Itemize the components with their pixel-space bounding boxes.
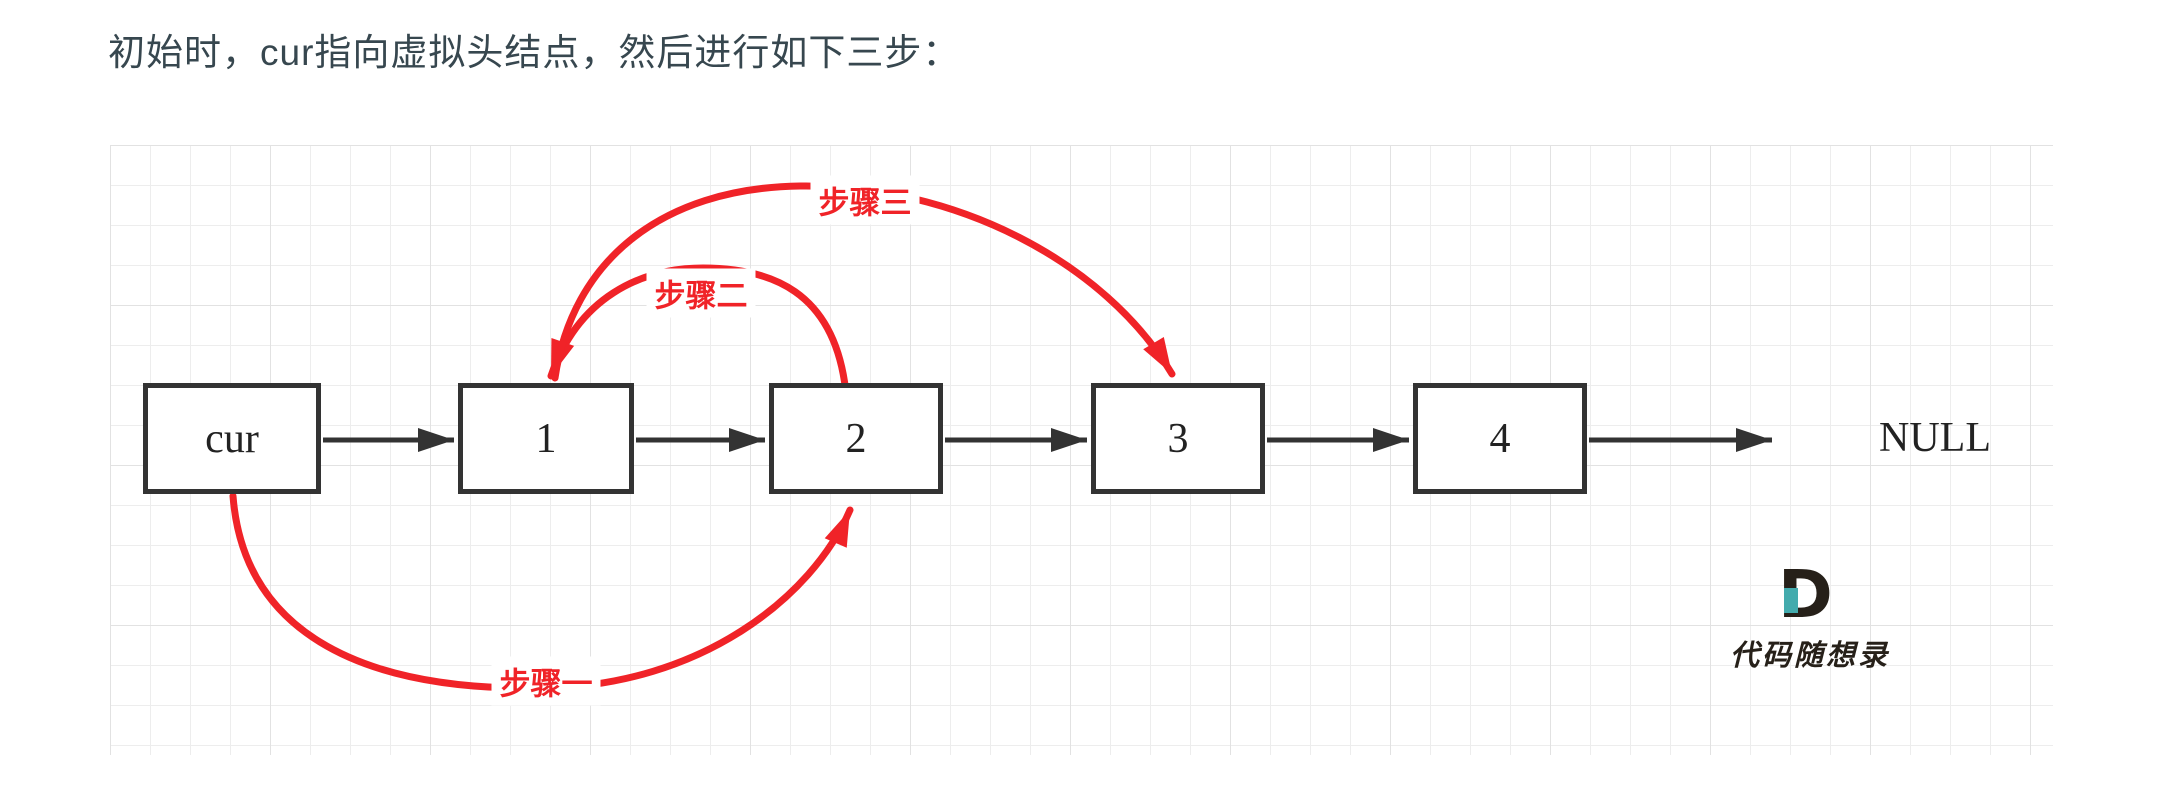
logo-teal-accent	[1784, 588, 1798, 613]
node-2: 2	[769, 383, 943, 494]
watermark-logo: D 代码随想录	[1700, 560, 1920, 673]
step3-label: 步骤三	[810, 175, 920, 225]
null-terminal-label: NULL	[1879, 415, 1991, 461]
node-cur-label: cur	[205, 415, 259, 462]
node-cur: cur	[143, 383, 321, 494]
step2-label: 步骤二	[646, 268, 756, 318]
page-title: 初始时，cur指向虚拟头结点，然后进行如下三步：	[108, 32, 961, 73]
logo-wordmark: 代码随想录	[1729, 640, 1890, 672]
node-3-label: 3	[1167, 415, 1189, 462]
node-4-label: 4	[1489, 415, 1511, 462]
step1-label: 步骤一	[491, 656, 601, 706]
node-3: 3	[1091, 383, 1265, 494]
node-2-label: 2	[845, 415, 867, 462]
node-1-label: 1	[535, 415, 557, 462]
node-1: 1	[458, 383, 634, 494]
node-4: 4	[1413, 383, 1587, 494]
